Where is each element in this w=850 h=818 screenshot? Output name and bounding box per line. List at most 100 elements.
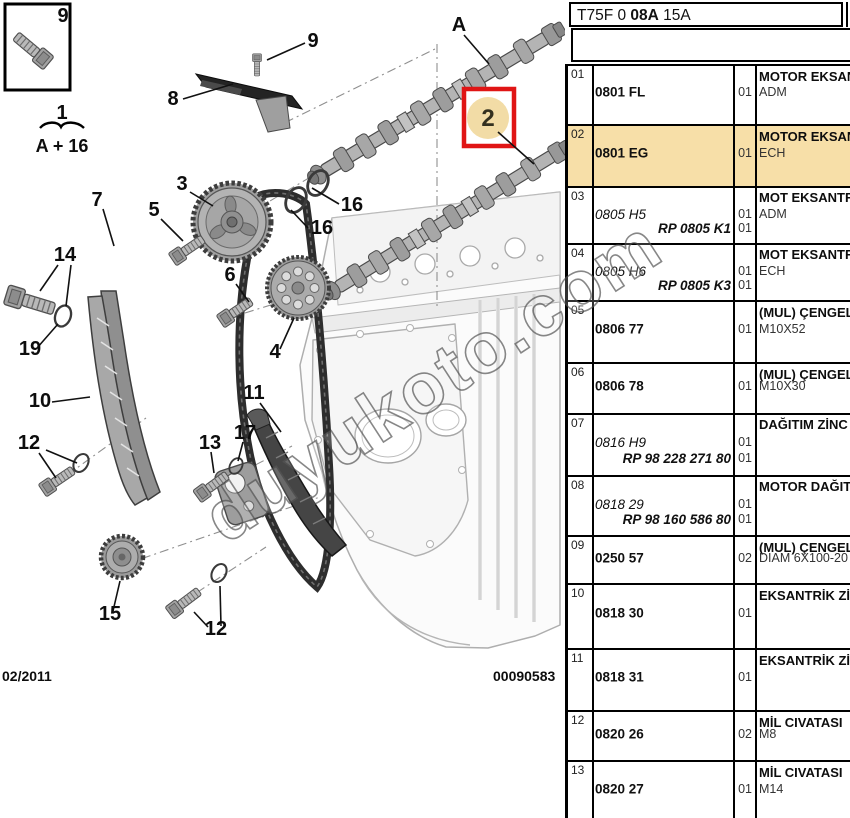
quantity: 01 [738, 85, 752, 100]
column-divider [755, 188, 757, 243]
formula-brace [39, 121, 85, 130]
quantity: 01 [738, 379, 752, 394]
revision-date: 02/2011 [2, 668, 52, 684]
column-divider [733, 585, 735, 648]
callout-19: 19 [19, 338, 41, 360]
callout-17: 17 [234, 422, 256, 444]
catalog-code-box: T75F 0 08A 15A [569, 2, 843, 27]
o-ring-19-icon [50, 302, 76, 330]
description-detail: M8 [759, 726, 777, 741]
column-divider [733, 188, 735, 243]
column-divider [733, 415, 735, 475]
description-detail: M10X30 [759, 379, 806, 394]
callout-4: 4 [269, 341, 281, 363]
row-number: 08 [571, 478, 585, 492]
column-divider [733, 537, 735, 583]
part-number: 0250 57 [595, 550, 644, 566]
row-number: 09 [571, 538, 585, 552]
column-divider [755, 245, 757, 300]
description: (MUL) ÇENGEL [759, 540, 850, 555]
part-number: 0806 78 [595, 378, 644, 394]
row-number: 12 [571, 713, 585, 727]
column-divider [592, 650, 594, 710]
bolt-5-icon [167, 232, 208, 267]
callout-6: 6 [224, 264, 235, 286]
column-divider [592, 415, 594, 475]
column-divider [592, 302, 594, 362]
description: MOTOR EKSAN [759, 129, 850, 144]
column-divider [592, 126, 594, 186]
column-divider [755, 585, 757, 648]
part-number: 0801 EG [595, 145, 649, 161]
replacement-qty: 01 [738, 278, 752, 292]
column-divider [733, 66, 735, 124]
part-number: 0801 FL [595, 84, 646, 100]
tensioner-bracket [214, 461, 269, 526]
description: MİL CIVATASI [759, 715, 843, 730]
description: MİL CIVATASI [759, 765, 843, 780]
quantity: 01 [738, 782, 752, 796]
callout-A+16: A + 16 [36, 136, 89, 156]
column-divider [733, 712, 735, 760]
description: (MUL) ÇENGEL [759, 305, 850, 320]
row-number: 05 [571, 303, 585, 317]
callout-1: 1 [56, 102, 67, 124]
chain-links [238, 192, 332, 589]
callout-16: 16 [311, 217, 333, 239]
callout-11: 11 [243, 382, 264, 404]
part-number: 0818 30 [595, 605, 644, 621]
description: (MUL) ÇENGEL [759, 367, 850, 382]
description-detail: ECH [759, 263, 786, 278]
cam-bores [356, 237, 544, 294]
replacement-part-number: RP 98 160 586 80 [622, 511, 731, 527]
highlight-circle [467, 97, 509, 139]
callout-16: 16 [341, 194, 363, 216]
pad-bolt-icon [252, 53, 262, 77]
row-number: 06 [571, 365, 585, 379]
callout-2: 2 [481, 105, 494, 132]
empty-header-box [571, 28, 850, 62]
callout-9: 9 [57, 5, 68, 27]
callout-9: 9 [307, 30, 318, 52]
description: MOT EKSANTR [759, 247, 850, 262]
callout-7: 7 [91, 189, 102, 211]
column-divider [755, 477, 757, 535]
crank-sprocket [98, 533, 146, 581]
column-divider [733, 126, 735, 186]
callout-12: 12 [18, 432, 40, 454]
part-number: 0816 H9 [595, 435, 647, 451]
part-number: 0805 H5 [595, 206, 647, 222]
column-divider [592, 537, 594, 583]
column-divider [592, 712, 594, 760]
part-number: 0806 77 [595, 321, 644, 337]
column-divider [755, 537, 757, 583]
row-number: 10 [571, 586, 585, 600]
quantity: 01 [738, 263, 752, 278]
column-divider [592, 762, 594, 818]
description-detail: ADM [759, 85, 787, 100]
column-divider [755, 126, 757, 186]
catalog-code-prefix: T75F 0 [577, 7, 631, 24]
highlight-box-part-2[interactable] [461, 86, 517, 149]
callout-13: 13 [199, 432, 221, 454]
quantity: 01 [738, 322, 752, 336]
tensioner-bolt-icon [2, 284, 58, 320]
row-number: 01 [571, 67, 585, 81]
part-number: 0820 27 [595, 781, 644, 797]
column-divider [733, 245, 735, 300]
